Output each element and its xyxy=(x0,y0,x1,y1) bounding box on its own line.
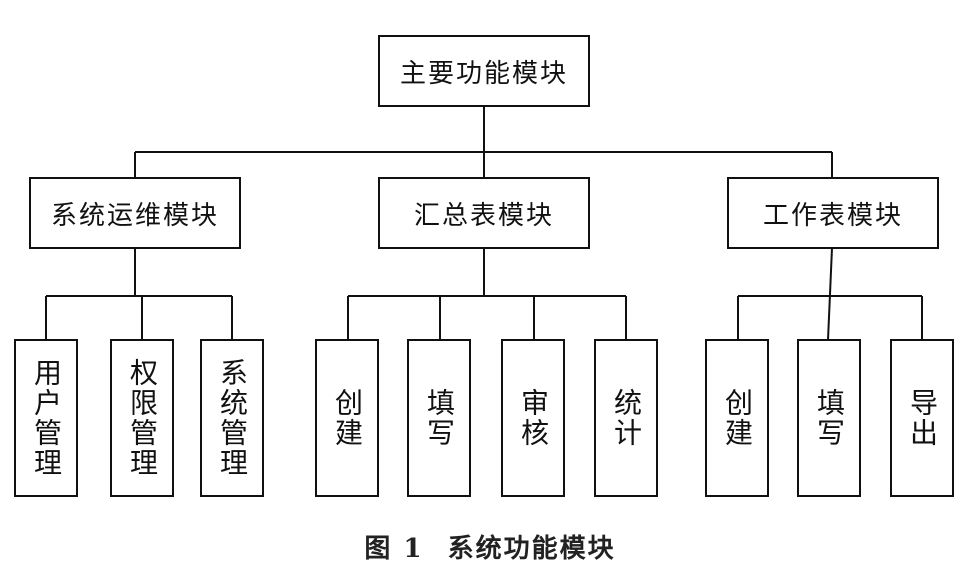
leaf-box: 创建 xyxy=(315,339,379,497)
root-module-box: 主要功能模块 xyxy=(378,35,590,107)
root-module-label: 主要功能模块 xyxy=(399,58,568,89)
leaf-box: 填写 xyxy=(797,339,861,497)
leaf-box: 用户管理 xyxy=(14,339,78,497)
leaf-label: 创建 xyxy=(331,388,364,448)
leaf-label: 创建 xyxy=(721,388,754,448)
leaf-box: 填写 xyxy=(407,339,471,497)
leaf-label: 系统管理 xyxy=(216,358,249,478)
leaf-label: 填写 xyxy=(813,388,846,448)
leaf-label: 填写 xyxy=(423,388,456,448)
leaf-box: 系统管理 xyxy=(200,339,264,497)
leaf-box: 审核 xyxy=(501,339,565,497)
group-box-summary: 汇总表模块 xyxy=(378,177,590,249)
leaf-box: 统计 xyxy=(594,339,658,497)
group-label-worksheet: 工作表模块 xyxy=(762,200,903,231)
figure-title: 系统功能模块 xyxy=(447,534,616,564)
leaf-label: 用户管理 xyxy=(30,358,63,478)
leaf-label: 权限管理 xyxy=(126,358,159,478)
group-box-worksheet: 工作表模块 xyxy=(727,177,939,249)
leaf-box: 创建 xyxy=(705,339,769,497)
figure-number: 图 1 xyxy=(364,534,424,564)
figure-caption: 图 1 系统功能模块 xyxy=(0,528,980,565)
group-label-summary: 汇总表模块 xyxy=(413,200,554,231)
leaf-label: 审核 xyxy=(517,388,550,448)
leaf-label: 统计 xyxy=(610,388,643,448)
group-box-ops: 系统运维模块 xyxy=(29,177,241,249)
group-label-ops: 系统运维模块 xyxy=(50,200,219,231)
leaf-label: 导出 xyxy=(906,388,939,448)
group-3-trunk-line xyxy=(827,247,833,341)
leaf-box: 导出 xyxy=(890,339,954,497)
leaf-box: 权限管理 xyxy=(110,339,174,497)
